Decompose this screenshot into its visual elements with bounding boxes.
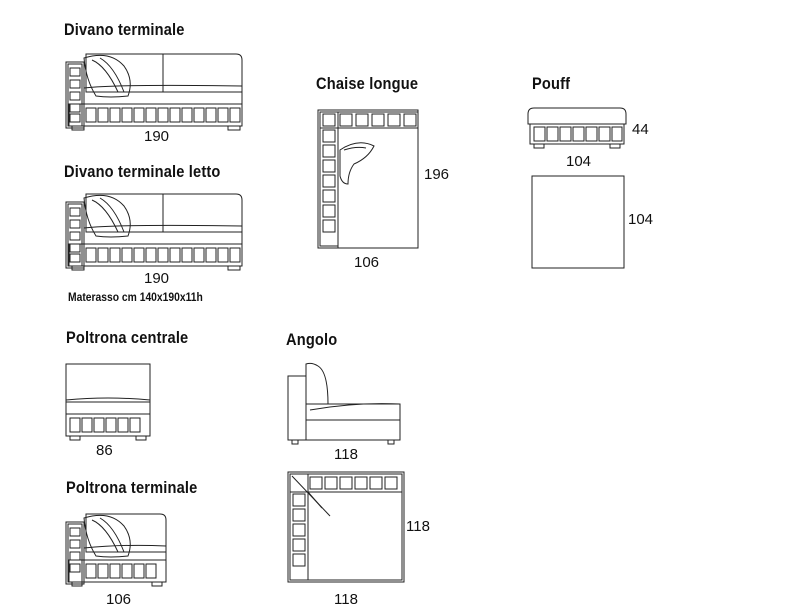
title-poltrona-centrale: Poltrona centrale (66, 328, 189, 347)
divano-terminale-letto-drawing (66, 194, 242, 270)
dimension-poltrona-terminale-width: 106 (106, 591, 132, 608)
title-poltrona-terminale: Poltrona terminale (66, 478, 198, 497)
divano-terminale-side-squares (70, 68, 80, 122)
dimension-pouff-width: 104 (566, 153, 592, 170)
title-pouff: Pouff (532, 74, 571, 93)
dimension-divano-terminale-letto-width: 190 (144, 270, 170, 287)
divano-terminale-drawing (66, 54, 242, 130)
angolo-side-drawing (288, 363, 400, 444)
dimension-angolo-top-depth: 118 (406, 518, 430, 535)
chaise-longue-side-squares (323, 130, 335, 232)
chaise-longue-drawing (318, 110, 418, 248)
dimension-pouff-depth: 104 (628, 211, 654, 228)
dimension-angolo-top-width: 118 (334, 591, 358, 608)
title-divano-terminale: Divano terminale (64, 20, 185, 39)
materasso-note: Materasso cm 140x190x11h (68, 290, 203, 304)
title-chaise-longue: Chaise longue (316, 74, 419, 93)
poltrona-terminale-drawing (66, 514, 166, 586)
poltrona-centrale-squares (70, 418, 140, 432)
pouff-front-squares (534, 127, 622, 141)
chaise-longue-top-squares (323, 114, 416, 126)
divano-terminale-letto-side-squares (70, 208, 80, 262)
dimension-pouff-height: 44 (632, 121, 649, 138)
dimension-chaise-longue-depth: 196 (424, 166, 450, 183)
dimension-poltrona-centrale-width: 86 (96, 442, 113, 459)
title-angolo: Angolo (286, 330, 338, 349)
angolo-top-side-squares (293, 494, 305, 566)
divano-terminale-letto-front-squares (86, 248, 240, 262)
angolo-top-row-squares (310, 477, 397, 489)
angolo-top-drawing (288, 472, 404, 582)
divano-terminale-front-squares (86, 108, 240, 122)
pouff-top-drawing (532, 176, 624, 268)
dimension-divano-terminale-width: 190 (144, 128, 170, 145)
dimension-angolo-side-width: 118 (334, 446, 358, 463)
poltrona-terminale-side-squares (70, 528, 80, 572)
pouff-front-drawing (528, 108, 626, 148)
poltrona-centrale-drawing (66, 364, 150, 440)
dimension-chaise-longue-width: 106 (354, 254, 380, 271)
title-divano-terminale-letto: Divano terminale letto (64, 162, 221, 181)
poltrona-terminale-front-squares (86, 564, 156, 578)
